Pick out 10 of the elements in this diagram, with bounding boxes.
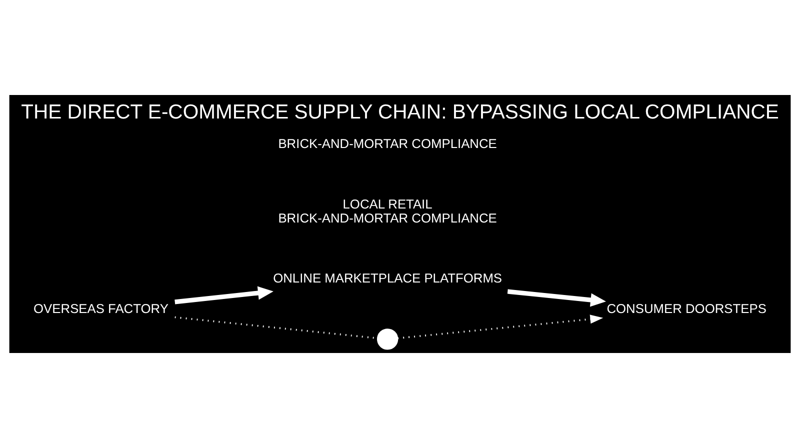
- arrow: [174, 286, 274, 304]
- node-text: ONLINE MARKETPLACE PLATFORMS: [273, 270, 502, 286]
- diagram-title: THE DIRECT E-COMMERCE SUPPLY CHAIN: BYPASSING LOCAL COMPLIANCE: [21, 101, 779, 124]
- node-text: BRICK-AND-MORTAR COMPLIANCE: [278, 136, 497, 151]
- node-cross: [376, 328, 398, 350]
- node-text: CONSUMER DOORSTEPS: [606, 300, 766, 316]
- node-text: LOCAL RETAIL BRICK-AND-MORTAR COMPLIANCE: [278, 196, 497, 225]
- node-text: OVERSEAS FACTORY: [34, 300, 168, 316]
- arrow: [507, 288, 606, 306]
- arrow: [398, 314, 604, 339]
